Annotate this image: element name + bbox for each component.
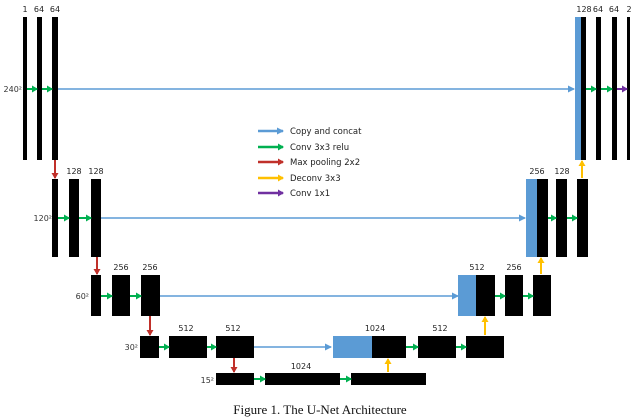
- feature-map: [69, 179, 79, 257]
- resolution-label: 240²: [4, 85, 22, 94]
- channel-label: 128: [66, 167, 81, 176]
- copied-feature-map: [333, 336, 372, 358]
- feature-map: [476, 275, 495, 316]
- channel-label: 512: [225, 324, 240, 333]
- channel-label: 512: [178, 324, 193, 333]
- feature-map: [216, 336, 254, 358]
- legend-label: Conv 3x3 relu: [290, 143, 349, 153]
- feature-map: [23, 17, 27, 160]
- resolution-label: 120²: [34, 214, 52, 223]
- legend-label: Max pooling 2x2: [290, 158, 360, 168]
- channel-label: 1024: [291, 362, 311, 371]
- feature-map: [577, 179, 588, 257]
- legend-label: Conv 1x1: [290, 189, 330, 199]
- feature-map: [533, 275, 551, 316]
- copied-feature-map: [526, 179, 537, 257]
- feature-map: [169, 336, 207, 358]
- channel-label: 256: [529, 167, 544, 176]
- legend-label: Copy and concat: [290, 127, 362, 137]
- feature-map: [265, 373, 340, 385]
- channel-label: 256: [142, 263, 157, 272]
- resolution-label: 30²: [125, 343, 138, 352]
- channel-label: 64: [609, 5, 619, 14]
- resolution-label: 60²: [76, 292, 89, 301]
- channel-label: 128: [554, 167, 569, 176]
- feature-map: [52, 17, 58, 160]
- feature-map: [140, 336, 159, 358]
- legend: Copy and concat Conv 3x3 relu Max poolin…: [258, 127, 362, 199]
- feature-map: [351, 373, 426, 385]
- legend-label: Deconv 3x3: [290, 174, 341, 184]
- channel-label: 1: [22, 5, 27, 14]
- channel-label: 512: [469, 263, 484, 272]
- feature-map: [37, 17, 42, 160]
- channel-label: 256: [506, 263, 521, 272]
- feature-map: [418, 336, 456, 358]
- feature-map: [466, 336, 504, 358]
- channel-label: 256: [113, 263, 128, 272]
- feature-map: [91, 179, 101, 257]
- resolution-label: 15²: [201, 376, 214, 385]
- feature-map: [627, 17, 630, 160]
- feature-map: [537, 179, 548, 257]
- feature-map: [372, 336, 406, 358]
- figure-caption: Figure 1. The U-Net Architecture: [233, 402, 407, 417]
- feature-map: [141, 275, 160, 316]
- feature-map: [612, 17, 617, 160]
- channel-label: 64: [34, 5, 44, 14]
- feature-map: [112, 275, 130, 316]
- feature-map: [556, 179, 567, 257]
- channel-label: 2: [626, 5, 631, 14]
- channel-label: 128: [576, 5, 591, 14]
- feature-map: [91, 275, 101, 316]
- feature-map: [581, 17, 586, 160]
- copied-feature-map: [575, 17, 581, 160]
- channel-label: 64: [593, 5, 603, 14]
- channel-label: 512: [432, 324, 447, 333]
- channel-label: 128: [88, 167, 103, 176]
- feature-map: [52, 179, 58, 257]
- feature-map: [505, 275, 523, 316]
- feature-map: [596, 17, 601, 160]
- channel-label: 1024: [365, 324, 385, 333]
- feature-map: [216, 373, 254, 385]
- channel-label: 64: [50, 5, 60, 14]
- copied-feature-map: [458, 275, 476, 316]
